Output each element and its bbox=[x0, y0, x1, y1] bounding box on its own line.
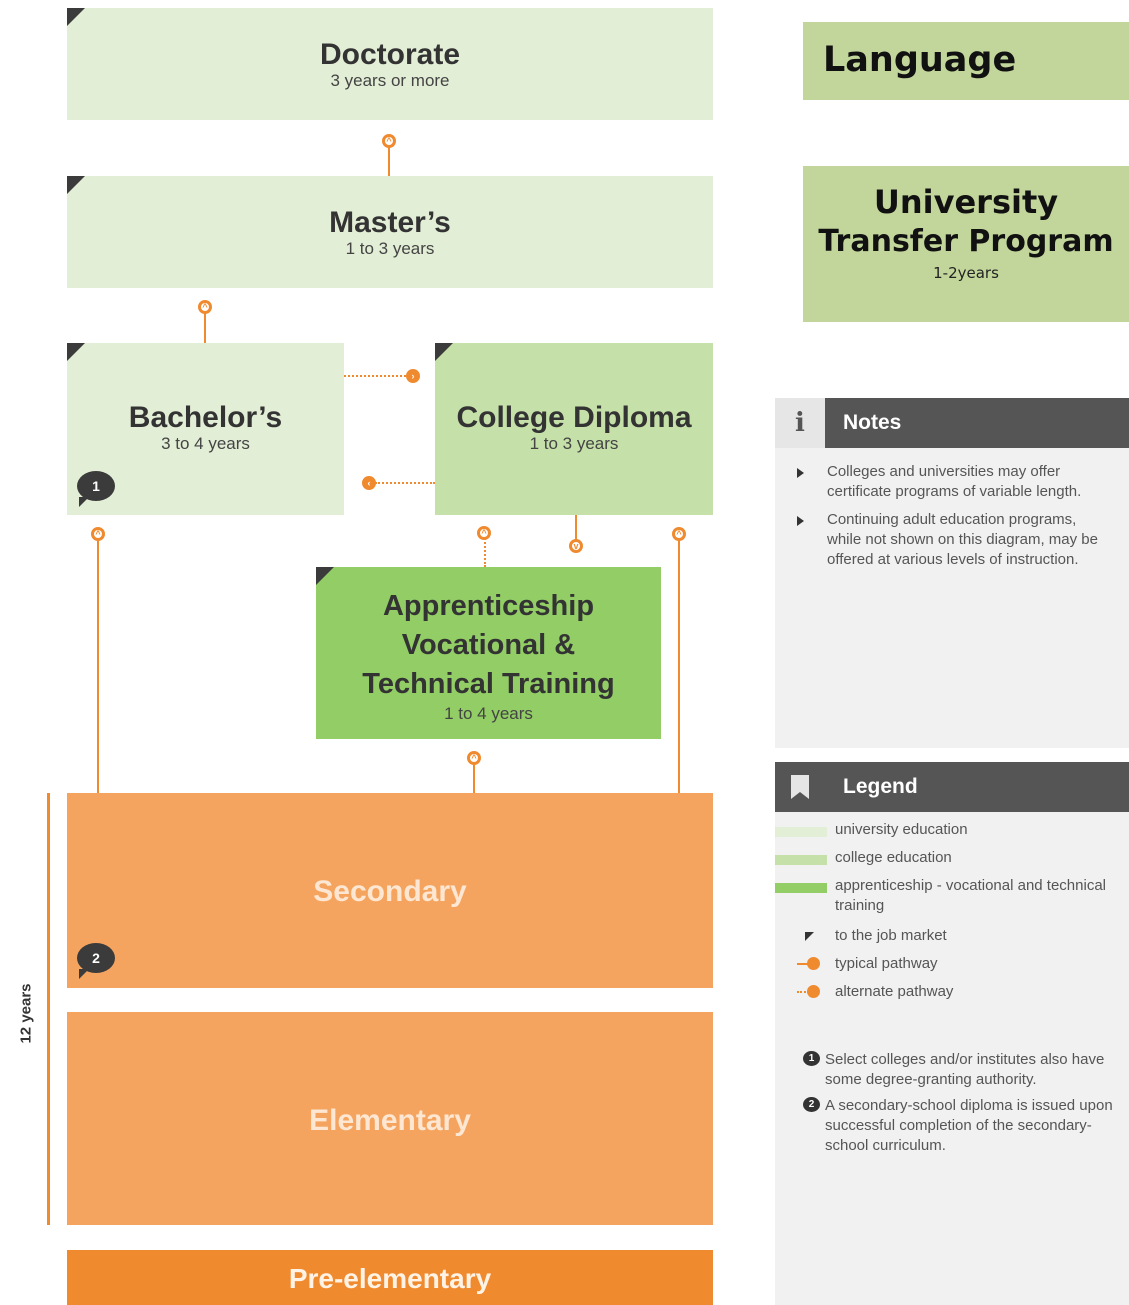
footnote-text: Select colleges and/or institutes also h… bbox=[825, 1051, 1105, 1088]
alternate-pathway-bachelor-college bbox=[344, 375, 406, 377]
job-market-flag-icon bbox=[435, 343, 453, 361]
footnote-1-icon: 1 bbox=[803, 1051, 820, 1066]
footnote-2-icon: 2 bbox=[803, 1097, 820, 1112]
legend-title: Legend bbox=[843, 775, 918, 798]
secondary-box: Secondary 2 bbox=[67, 793, 713, 988]
twelve-years-label: 12 years bbox=[17, 983, 35, 1044]
alternate-pathway-left-icon: ‹ bbox=[362, 476, 376, 490]
pathway-bachelor-master bbox=[204, 306, 206, 343]
university-swatch bbox=[775, 827, 827, 837]
college-diploma-box: College Diploma 1 to 3 years bbox=[435, 343, 713, 515]
alternate-pathway-college-bachelor bbox=[375, 482, 435, 484]
pathway-arrow-icon: ^ bbox=[382, 134, 396, 148]
footnote-item: 1 Select colleges and/or institutes also… bbox=[775, 1050, 1117, 1090]
twelve-years-bracket bbox=[47, 793, 50, 1225]
language-card: Language bbox=[803, 22, 1129, 100]
alternate-pathway-icon bbox=[797, 991, 809, 993]
masters-box: Master’s 1 to 3 years bbox=[67, 176, 713, 288]
pathway-secondary-apprentice bbox=[473, 757, 475, 793]
note-item: Continuing adult education programs, whi… bbox=[775, 510, 1129, 570]
alternate-pathway-right-icon: › bbox=[406, 369, 420, 383]
apprenticeship-duration: 1 to 4 years bbox=[444, 704, 533, 723]
apprenticeship-title-line-2: Vocational & bbox=[401, 629, 576, 661]
footnote-item: 2 A secondary-school diploma is issued u… bbox=[775, 1096, 1117, 1156]
masters-title: Master’s bbox=[329, 206, 451, 239]
legend-label: to the job market bbox=[835, 927, 947, 944]
legend-item: typical pathway bbox=[775, 954, 1117, 982]
note-item: Colleges and universities may offer cert… bbox=[775, 462, 1129, 502]
job-market-flag-icon bbox=[67, 176, 85, 194]
apprenticeship-swatch bbox=[775, 883, 827, 893]
pathway-arrow-icon: ^ bbox=[467, 751, 481, 765]
transfer-title-line-1: University bbox=[873, 183, 1059, 221]
footnote-text: A secondary-school diploma is issued upo… bbox=[825, 1097, 1113, 1154]
pathway-arrow-icon: ^ bbox=[91, 527, 105, 541]
legend-label: university education bbox=[835, 821, 968, 838]
typical-pathway-node-icon bbox=[807, 957, 820, 970]
pathway-secondary-college bbox=[678, 533, 680, 793]
elementary-box: Elementary bbox=[67, 1012, 713, 1225]
pathway-secondary-bachelor bbox=[97, 533, 99, 793]
legend-item: college education bbox=[775, 848, 1117, 876]
transfer-duration: 1-2years bbox=[933, 264, 999, 282]
job-market-flag-icon bbox=[67, 343, 85, 361]
footnote-2-bubble-icon: 2 bbox=[77, 943, 115, 979]
job-market-flag-icon bbox=[316, 567, 334, 585]
pathway-down-arrow-icon: v bbox=[569, 539, 583, 553]
pre-elementary-box: Pre-elementary bbox=[67, 1250, 713, 1305]
info-icon: i bbox=[775, 398, 825, 448]
notes-header: i Notes bbox=[775, 398, 1129, 448]
legend-label: apprenticeship - vocational and technica… bbox=[835, 877, 1107, 914]
legend-label: college education bbox=[835, 849, 952, 866]
pathway-arrow-icon: ^ bbox=[198, 300, 212, 314]
legend-header: Legend bbox=[775, 762, 1129, 812]
bachelors-title: Bachelor’s bbox=[128, 401, 283, 434]
footnote-1-bubble-icon: 1 bbox=[77, 471, 115, 507]
elementary-title: Elementary bbox=[309, 1104, 471, 1137]
apprenticeship-box: Apprenticeship Vocational & Technical Tr… bbox=[316, 567, 661, 739]
pathway-arrow-icon: ^ bbox=[672, 527, 686, 541]
pathway-college-apprentice bbox=[575, 515, 577, 545]
legend-item: university education bbox=[775, 820, 1117, 848]
notes-panel: i Notes Colleges and universities may of… bbox=[775, 398, 1129, 748]
college-duration: 1 to 3 years bbox=[529, 434, 619, 453]
doctorate-box: Doctorate 3 years or more bbox=[67, 8, 713, 120]
secondary-title: Secondary bbox=[313, 875, 467, 908]
college-swatch bbox=[775, 855, 827, 865]
alternate-pathway-apprentice-college bbox=[484, 535, 486, 567]
legend-item: to the job market bbox=[775, 926, 1117, 954]
alternate-pathway-node-icon bbox=[807, 985, 820, 998]
alternate-pathway-up-icon: ^ bbox=[477, 526, 491, 540]
corner-flag-icon bbox=[805, 932, 814, 941]
doctorate-title: Doctorate bbox=[319, 38, 461, 71]
legend-panel: Legend university education college educ… bbox=[775, 762, 1129, 1305]
transfer-title-line-2: Transfer Program bbox=[818, 224, 1114, 259]
legend-label: alternate pathway bbox=[835, 983, 954, 1000]
transfer-program-card: University Transfer Program 1-2years bbox=[803, 166, 1129, 322]
masters-duration: 1 to 3 years bbox=[345, 239, 435, 258]
doctorate-duration: 3 years or more bbox=[330, 71, 450, 90]
language-title: Language bbox=[823, 40, 1017, 80]
bookmark-icon bbox=[775, 762, 825, 812]
legend-item: alternate pathway bbox=[775, 982, 1117, 1010]
college-title: College Diploma bbox=[456, 401, 692, 434]
pathway-master-doctorate bbox=[388, 140, 390, 176]
job-market-flag-icon bbox=[67, 8, 85, 26]
legend-item: apprenticeship - vocational and technica… bbox=[775, 876, 1117, 926]
bachelors-box: Bachelor’s 3 to 4 years 1 bbox=[67, 343, 344, 515]
apprenticeship-title-line-3: Technical Training bbox=[362, 668, 615, 700]
notes-title: Notes bbox=[843, 411, 902, 434]
bachelors-duration: 3 to 4 years bbox=[161, 434, 250, 453]
legend-label: typical pathway bbox=[835, 955, 938, 972]
apprenticeship-title-line-1: Apprenticeship bbox=[382, 590, 595, 622]
typical-pathway-icon bbox=[797, 963, 809, 965]
pre-elementary-title: Pre-elementary bbox=[288, 1263, 492, 1294]
